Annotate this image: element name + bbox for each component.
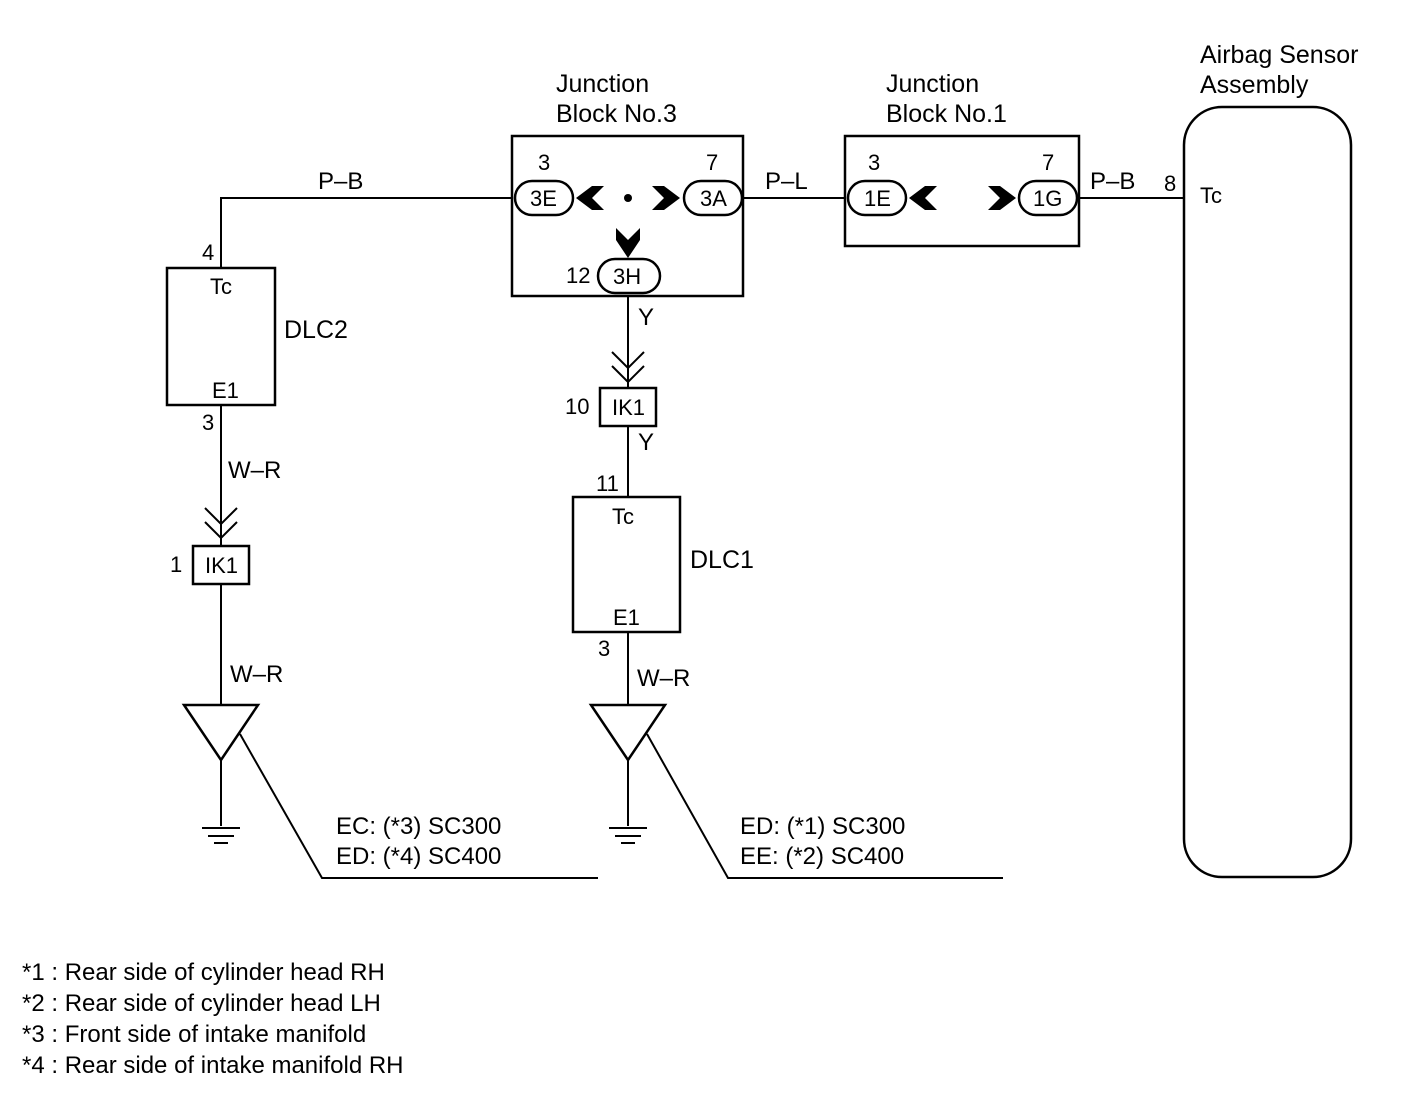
ground-mid-line1: ED: (*1) SC300 (740, 813, 905, 840)
connector-3h-label: 3H (613, 264, 641, 289)
wire-pb-left (220, 197, 515, 268)
wire-wr-mid-label: W–R (637, 665, 690, 692)
jb1-title-line1: Junction (886, 70, 979, 98)
dlc1-box (571, 495, 682, 634)
connector-3a (682, 179, 744, 217)
jb3-title-line2: Block No.3 (556, 100, 677, 128)
jb1-right-arrow-icon (988, 186, 1016, 210)
footnote-4: *4 : Rear side of intake manifold RH (22, 1052, 404, 1079)
dlc1-pin-top: 11 (596, 471, 619, 496)
airbag-sensor-assembly (1182, 105, 1353, 879)
ik1-connector-left (191, 544, 251, 586)
airbag-title-line1: Airbag Sensor (1200, 41, 1358, 69)
wire-pl-label: P–L (765, 168, 808, 195)
dlc2-pin-top: 4 (202, 240, 214, 265)
dlc1-term-top: Tc (612, 504, 634, 529)
connector-3e (513, 179, 575, 217)
ik1-left-pin: 1 (170, 552, 182, 577)
leader-mid (646, 733, 1003, 879)
connector-1g (1017, 179, 1079, 217)
dlc2-box (165, 266, 277, 407)
dlc1-term-bottom: E1 (613, 605, 640, 630)
ground-left-line2: ED: (*4) SC400 (336, 843, 501, 870)
wire-y-upper-label: Y (638, 304, 654, 331)
connector-3e-label: 3E (530, 186, 557, 211)
jb3-down-arrow-icon (616, 228, 640, 258)
dlc2-pin-bottom: 3 (202, 410, 214, 435)
wire-wr-left-upper-label: W–R (228, 457, 281, 484)
chevron-left-icon (204, 507, 238, 540)
airbag-pin: 8 (1164, 171, 1176, 196)
footnote-3: *3 : Front side of intake manifold (22, 1021, 366, 1048)
airbag-title-line2: Assembly (1200, 71, 1309, 99)
dlc1-pin-bottom: 3 (598, 636, 610, 661)
footnote-2: *2 : Rear side of cylinder head LH (22, 990, 381, 1017)
jb3-title-line1: Junction (556, 70, 649, 98)
connector-3a-label: 3A (700, 186, 727, 211)
wire-pb-left-label: P–B (318, 168, 363, 195)
wire-wr-left-lower-label: W–R (230, 661, 283, 688)
connector-1e (846, 179, 908, 217)
dlc2-term-top: Tc (210, 274, 232, 299)
ground-mid-icon (588, 703, 668, 844)
jb3-right-arrow-icon (652, 186, 680, 210)
dlc2-term-bottom: E1 (212, 378, 239, 403)
ik1-connector-mid (598, 386, 658, 428)
connector-1g-label: 1G (1033, 186, 1062, 211)
airbag-terminal: Tc (1200, 183, 1222, 208)
ik1-left-label: IK1 (205, 553, 238, 578)
wire-y-lower-label: Y (638, 429, 654, 456)
jb1-pin-left: 3 (868, 150, 880, 175)
connector-1e-label: 1E (864, 186, 891, 211)
jb3-pin-left: 3 (538, 150, 550, 175)
jb3-splice-dot (624, 194, 632, 202)
connector-3h (596, 257, 662, 295)
ground-left-line1: EC: (*3) SC300 (336, 813, 501, 840)
jb3-pin-right: 7 (706, 150, 718, 175)
dlc1-name: DLC1 (690, 546, 754, 574)
ik1-mid-label: IK1 (612, 395, 645, 420)
leader-left (239, 733, 598, 879)
jb1-left-arrow-icon (909, 186, 937, 210)
wire-pb-right-label: P–B (1090, 168, 1135, 195)
ground-left-icon (181, 703, 261, 844)
ik1-mid-pin: 10 (565, 394, 589, 419)
footnote-1: *1 : Rear side of cylinder head RH (22, 959, 385, 986)
chevron-mid-icon (611, 351, 645, 384)
dlc2-name: DLC2 (284, 316, 348, 344)
jb1-pin-right: 7 (1042, 150, 1054, 175)
jb3-left-arrow-icon (576, 186, 604, 210)
jb3-pin-bottom: 12 (566, 263, 590, 288)
ground-mid-line2: EE: (*2) SC400 (740, 843, 904, 870)
jb1-title-line2: Block No.1 (886, 100, 1007, 128)
